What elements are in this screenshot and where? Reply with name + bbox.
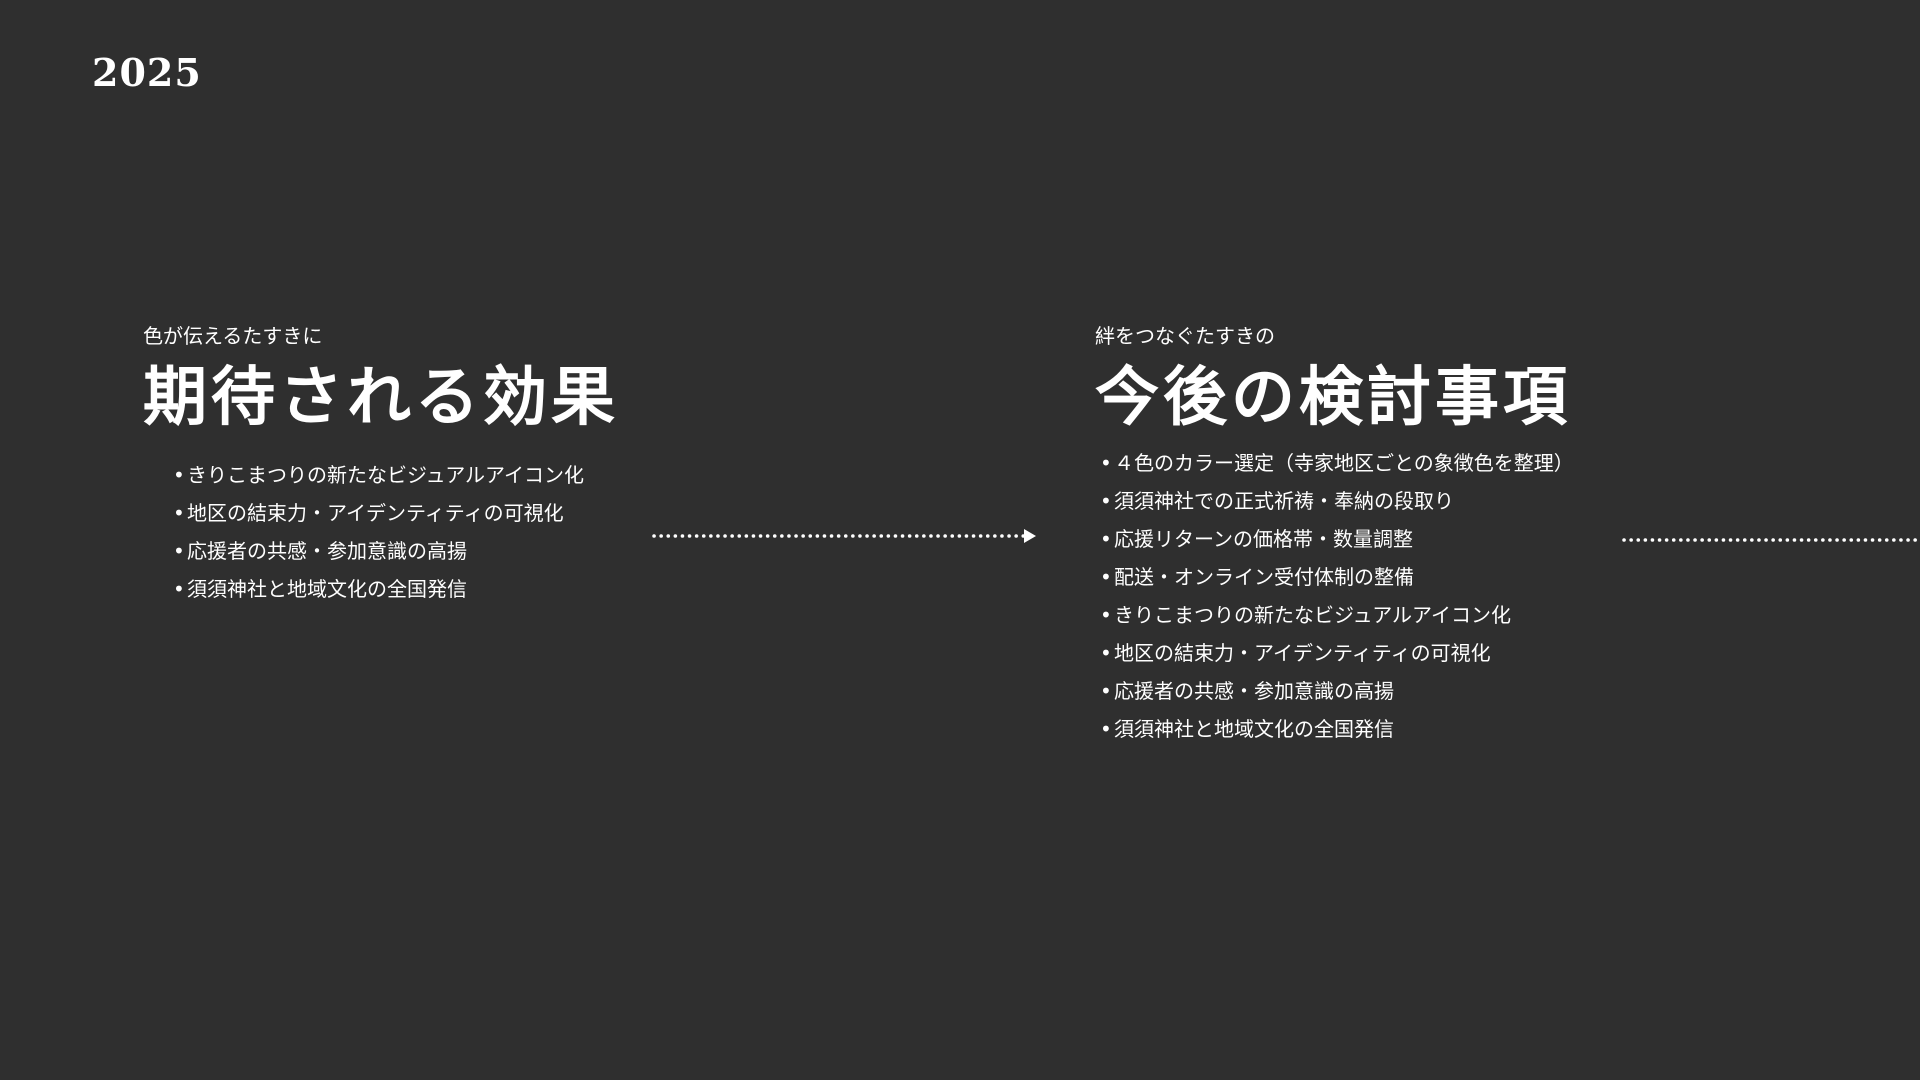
future-considerations-section: 絆をつなぐたすきの 今後の検討事項 •４色のカラー選定（寺家地区ごとの象徴色を整… [1095, 322, 1735, 748]
list-item-text: 須須神社と地域文化の全国発信 [1114, 717, 1394, 741]
expected-effects-heading: 期待される効果 [143, 360, 619, 435]
list-item: •須須神社と地域文化の全国発信 [1100, 710, 1735, 748]
list-item: •地区の結束力・アイデンティティの可視化 [1100, 634, 1735, 672]
bullet-marker: • [173, 539, 185, 563]
list-item-text: きりこまつりの新たなビジュアルアイコン化 [1114, 603, 1511, 627]
list-item-text: 須須神社と地域文化の全国発信 [187, 577, 467, 601]
list-item-text: ４色のカラー選定（寺家地区ごとの象徴色を整理） [1114, 451, 1574, 475]
list-item-text: 応援者の共感・参加意識の高揚 [187, 539, 467, 563]
dotted-arrow-right-icon [652, 529, 1036, 543]
bullet-marker: • [173, 577, 185, 601]
list-item-text: 応援リターンの価格帯・数量調整 [1114, 527, 1413, 551]
bullet-marker: • [1100, 717, 1112, 741]
list-item: •きりこまつりの新たなビジュアルアイコン化 [173, 456, 663, 494]
list-item: •応援リターンの価格帯・数量調整 [1100, 520, 1735, 558]
list-item: •須須神社での正式祈祷・奉納の段取り [1100, 482, 1735, 520]
future-considerations-list: •４色のカラー選定（寺家地区ごとの象徴色を整理）•須須神社での正式祈祷・奉納の段… [1095, 444, 1735, 748]
list-item: •地区の結束力・アイデンティティの可視化 [173, 494, 663, 532]
bullet-marker: • [1100, 679, 1112, 703]
dotted-line-icon [1622, 538, 1920, 542]
bullet-marker: • [1100, 451, 1112, 475]
list-item: •配送・オンライン受付体制の整備 [1100, 558, 1735, 596]
list-item: •応援者の共感・参加意識の高揚 [1100, 672, 1735, 710]
bullet-marker: • [173, 501, 185, 525]
expected-effects-list: •きりこまつりの新たなビジュアルアイコン化•地区の結束力・アイデンティティの可視… [143, 456, 663, 608]
expected-effects-subtitle: 色が伝えるたすきに [143, 324, 323, 348]
list-item-text: 地区の結束力・アイデンティティの可視化 [187, 501, 564, 525]
future-considerations-subtitle: 絆をつなぐたすきの [1095, 324, 1275, 348]
expected-effects-section: 色が伝えるたすきに 期待される効果 •きりこまつりの新たなビジュアルアイコン化•… [143, 322, 663, 608]
future-considerations-heading: 今後の検討事項 [1095, 360, 1571, 435]
list-item-text: 地区の結束力・アイデンティティの可視化 [1114, 641, 1491, 665]
bullet-marker: • [1100, 641, 1112, 665]
year-label: 2025 [92, 50, 202, 95]
bullet-marker: • [1100, 489, 1112, 513]
list-item-text: 配送・オンライン受付体制の整備 [1114, 565, 1414, 589]
list-item: •４色のカラー選定（寺家地区ごとの象徴色を整理） [1100, 444, 1735, 482]
list-item-text: きりこまつりの新たなビジュアルアイコン化 [187, 463, 584, 487]
list-item-text: 応援者の共感・参加意識の高揚 [1114, 679, 1394, 703]
bullet-marker: • [1100, 565, 1112, 589]
bullet-marker: • [173, 463, 185, 487]
list-item: •須須神社と地域文化の全国発信 [173, 570, 663, 608]
list-item-text: 須須神社での正式祈祷・奉納の段取り [1114, 489, 1454, 513]
list-item: •きりこまつりの新たなビジュアルアイコン化 [1100, 596, 1735, 634]
bullet-marker: • [1100, 603, 1112, 627]
bullet-marker: • [1100, 527, 1112, 551]
list-item: •応援者の共感・参加意識の高揚 [173, 532, 663, 570]
